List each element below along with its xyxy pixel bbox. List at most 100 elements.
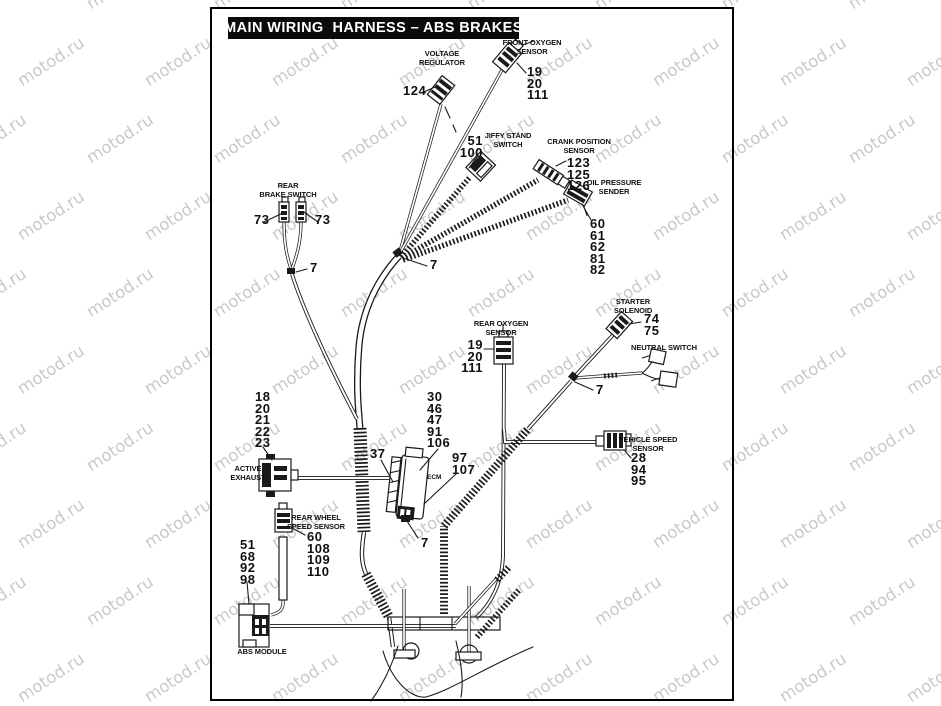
diagram-title: MAIN WIRING HARNESS – ABS BRAKES <box>224 17 522 39</box>
part-number: 92 <box>240 560 256 576</box>
clip-number-ecm: 7 <box>421 535 429 550</box>
rear-brake-switch-connectors <box>278 196 307 223</box>
part-number: 37 <box>370 446 386 461</box>
label-line: NEUTRAL SWITCH <box>631 343 697 352</box>
part-number: 111 <box>527 87 549 103</box>
clip-number-junction: 7 <box>430 257 438 272</box>
part-number: 107 <box>452 461 476 477</box>
part-number: 61 <box>590 227 606 243</box>
crank-position-sensor-label: CRANK POSITION SENSOR <box>531 137 627 155</box>
label-line: VEHICLE SPEED <box>618 435 678 444</box>
label-line: CRANK POSITION <box>547 137 611 146</box>
part-number: 20 <box>255 400 271 416</box>
part-number: 110 <box>307 563 330 579</box>
voltage-regulator-connector <box>426 74 456 106</box>
vehicle-speed-sensor-connector <box>595 430 632 451</box>
label-line: OIL PRESSURE <box>586 178 642 187</box>
neutral-switch-label: NEUTRAL SWITCH <box>616 343 712 352</box>
label-line: REAR OXYGEN <box>473 319 529 328</box>
harness-wires <box>268 68 665 702</box>
starter-solenoid-connector <box>605 310 634 340</box>
harness-clips <box>287 247 579 522</box>
active-exhaust-label: ACTIVE EXHAUST <box>200 464 296 482</box>
part-number: 73 <box>254 212 270 227</box>
starter-solenoid-label: STARTER SOLENOID <box>585 297 681 315</box>
part-number: 51 <box>467 133 483 148</box>
label-line: STARTER <box>615 297 651 306</box>
front-oxygen-sensor-label: FRONT OXYGEN SENSOR <box>484 38 580 56</box>
part-number: 47 <box>427 412 443 428</box>
part-numbers-rear-brake-switch-right: 73 <box>315 212 331 227</box>
part-number: 22 <box>255 423 271 439</box>
rear-brake-switch-label: REAR BRAKE SWITCH <box>240 181 336 199</box>
part-number: 82 <box>590 262 606 278</box>
label-line: VOLTAGE <box>424 49 460 58</box>
part-number: 94 <box>631 461 647 477</box>
vehicle-speed-sensor-label: VEHICLE SPEED SENSOR <box>600 435 696 453</box>
part-number: 51 <box>240 537 256 552</box>
rear-wheel-speed-sensor-label: REAR WHEEL SPEED SENSOR <box>268 513 364 531</box>
part-number: 68 <box>240 548 256 564</box>
ecm-module <box>385 446 430 521</box>
part-number: 75 <box>644 322 660 338</box>
jiffy-stand-switch-label: JIFFY STAND SWITCH <box>460 131 556 149</box>
label-line: JIFFY STAND <box>484 131 532 140</box>
label-line: ACTIVE <box>234 464 262 473</box>
part-number: 46 <box>427 400 443 416</box>
part-number: 23 <box>255 435 271 451</box>
part-number: 109 <box>307 552 331 568</box>
part-number: 60 <box>307 529 323 544</box>
part-number: 100 <box>459 144 483 160</box>
part-number: 74 <box>644 311 660 326</box>
oil-pressure-sender-label: OIL PRESSURE SENDER <box>566 178 662 196</box>
part-number: 126 <box>567 178 591 194</box>
part-number: 21 <box>255 412 271 428</box>
part-number: 111 <box>461 360 483 376</box>
clip-number-rear-brake: 7 <box>310 260 318 275</box>
rear-oxygen-sensor-connector <box>493 323 514 365</box>
part-number: 73 <box>315 212 331 227</box>
part-number: 30 <box>427 389 443 404</box>
voltage-regulator-label: VOLTAGE REGULATOR <box>394 49 490 67</box>
part-number: 124 <box>403 83 427 98</box>
label-line: REAR WHEEL <box>291 513 341 522</box>
label-line: SENSOR <box>485 328 517 337</box>
label-line: FRONT OXYGEN <box>502 38 562 47</box>
part-number: 91 <box>427 423 443 439</box>
part-number: 81 <box>590 250 606 266</box>
part-number: 98 <box>240 571 256 587</box>
part-number: 28 <box>631 450 647 465</box>
part-number: 60 <box>590 216 606 231</box>
ecm-label: ECM <box>427 474 442 481</box>
label-line: SWITCH <box>493 140 523 149</box>
part-numbers-rear-brake-switch-left: 73 <box>254 212 270 227</box>
label-line: REAR <box>277 181 299 190</box>
label-line: SENDER <box>598 187 630 196</box>
label-line: SENSOR <box>516 47 548 56</box>
leader-lines <box>246 62 642 605</box>
label-line: SOLENOID <box>613 306 653 315</box>
part-number: 108 <box>307 540 331 556</box>
label-line: SENSOR <box>563 146 595 155</box>
jiffy-stand-switch-connector <box>465 150 497 182</box>
label-line: BRAKE SWITCH <box>259 190 317 199</box>
part-number: 18 <box>255 389 271 404</box>
part-numbers-ecm-left: 37 <box>370 446 386 461</box>
neutral-switch-terminals <box>641 347 679 388</box>
rear-wheel-speed-sensor-connector <box>274 502 293 601</box>
part-number: 97 <box>452 450 468 465</box>
part-number: 125 <box>567 166 591 182</box>
clip-number-neutral-switch: 7 <box>596 382 604 397</box>
